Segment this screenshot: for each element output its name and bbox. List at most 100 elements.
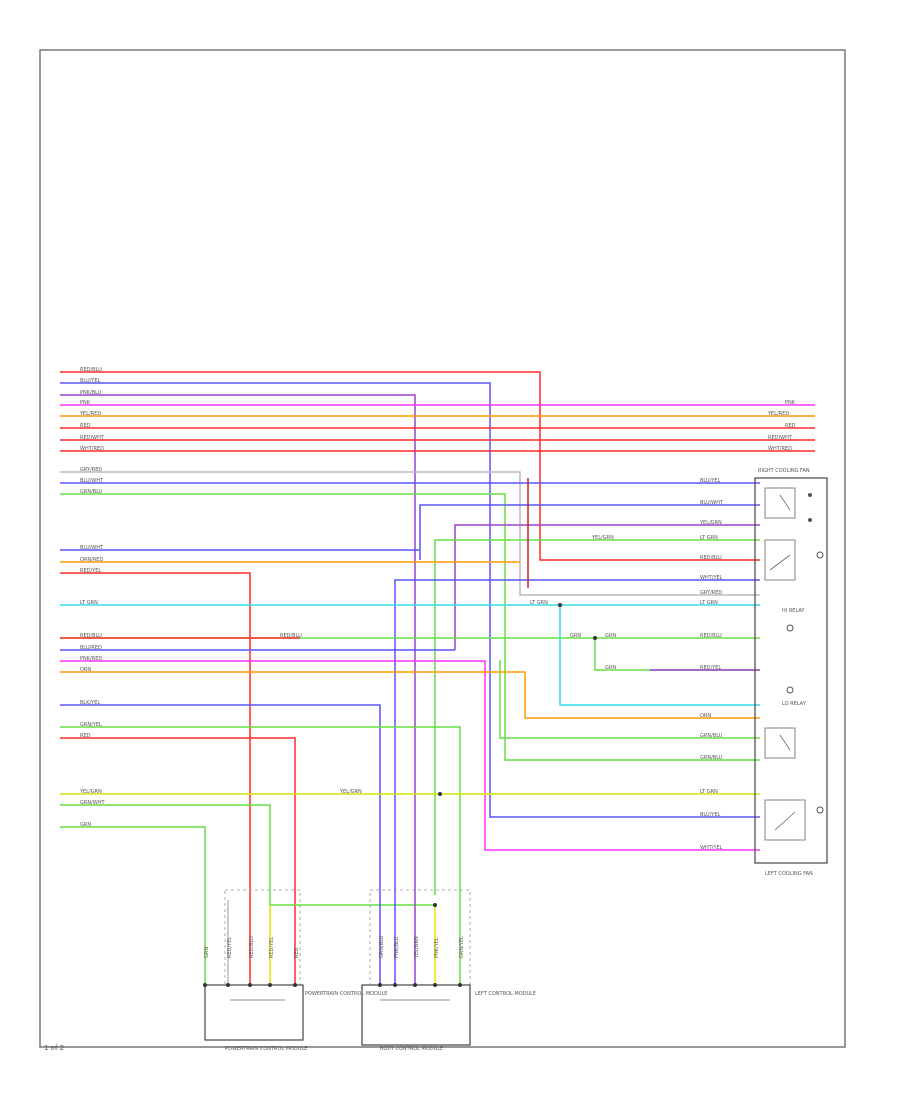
- left-fan-relay-switch: [779, 734, 791, 751]
- wire-red-2: [60, 737, 296, 985]
- fan-label-13: LT GRN: [700, 789, 718, 795]
- wire-wht-yel-route: [394, 579, 760, 895]
- label-red-2: RED: [80, 733, 91, 739]
- wire-blk-yel: [60, 704, 381, 895]
- label-right-yel-red: YEL/RED: [767, 411, 789, 417]
- fan-label-2: YEL/GRN: [699, 520, 722, 526]
- pin-label-l4: RED: [294, 947, 300, 958]
- fan-label-0: BLU/YEL: [700, 478, 721, 484]
- pcm-pins: [203, 983, 297, 987]
- pin-label-l2: RED/BLU: [249, 936, 255, 958]
- fan-label-10: ORN: [700, 713, 711, 719]
- wire-pnk-blu-1: [60, 394, 416, 845]
- pin-label-r1: PNK/BLU: [394, 936, 400, 958]
- pin-label-r2: YEL/GRN: [414, 936, 420, 959]
- left-cooling-fan-label: LEFT COOLING FAN: [765, 871, 813, 877]
- fan-label-12: GRN/BLU: [700, 755, 723, 761]
- right-fan-terminal-1: [808, 493, 812, 497]
- wire-labels-left: RED/BLU BLU/YEL PNK/BLU PNK YEL/RED RED …: [79, 367, 105, 828]
- wire-lt-grn-route: [434, 539, 760, 895]
- wire-labels-fan: BLU/YEL BLU/WHT YEL/GRN LT GRN RED/BLU W…: [699, 478, 724, 851]
- wire-blu-yel-1: [60, 382, 760, 818]
- label-pnk-red: PNK/RED: [80, 656, 102, 662]
- wire-grn-drop: [594, 638, 760, 671]
- fan-assembly-outline: [754, 477, 828, 864]
- pin-label-r3: PNK/YEL: [434, 937, 440, 958]
- diagram-frame: [39, 49, 846, 1048]
- wire-group-3: [60, 549, 520, 985]
- wire-gry-red: [60, 471, 760, 596]
- wire-lt-grn-cyan-drop: [559, 605, 760, 706]
- label-pnk-blu-1: PNK/BLU: [80, 390, 102, 396]
- fan-label-9: RED/YEL: [700, 665, 721, 671]
- left-fan-motor-box: [764, 799, 806, 841]
- label-wht-red-1: WHT/RED: [80, 446, 104, 452]
- connector-ground-outline-1: [224, 889, 301, 986]
- mid-label-lt-grn: LT GRN: [530, 600, 548, 606]
- label-grn-wht: GRN/WHT: [80, 800, 105, 806]
- cooling-fan-assembly: [754, 477, 828, 864]
- fan-label-6: GRY/RED: [700, 590, 722, 596]
- fan-label-14: BLU/YEL: [700, 812, 721, 818]
- label-red-blu-2: RED/BLU: [80, 633, 102, 639]
- fan-label-8: RED/BLU: [700, 633, 722, 639]
- pin-label-r4: GRN/YEL: [459, 936, 465, 958]
- label-blu-yel-1: BLU/YEL: [80, 378, 101, 384]
- pcm-connector-label: POWERTRAIN CONTROL MODULE: [305, 991, 387, 997]
- pin-label-l3: RED/YEL: [269, 937, 275, 958]
- label-red-wht-1: RED/WHT: [80, 435, 105, 441]
- connector-pin-labels: GRN RED/YEL RED/BLU RED/YEL RED GRN/BLU …: [204, 935, 465, 959]
- label-right-red: RED: [785, 423, 796, 429]
- label-blu-wht-1: BLU/WHT: [80, 478, 104, 484]
- label-red-blu-1: RED/BLU: [80, 367, 102, 373]
- page-number: 1 of 2: [44, 1044, 65, 1052]
- fan-label-7: LT GRN: [700, 600, 718, 606]
- label-yel-grn: YEL/GRN: [79, 789, 102, 795]
- left-fan-motor-switch: [774, 811, 796, 831]
- wire-labels-right: PNK YEL/RED RED RED/WHT WHT/RED: [767, 400, 796, 452]
- wire-group-5: [60, 637, 760, 851]
- relay-1-box: [764, 539, 796, 581]
- pcm-connector-box: [204, 984, 304, 1041]
- label-grn-yel: GRN/YEL: [80, 722, 102, 728]
- label-gry-red: GRY/RED: [80, 467, 102, 473]
- right-module-bottom-label: BODY CONTROL MODULE: [380, 1046, 443, 1052]
- mid-label-yel-grn-2: YEL/GRN: [339, 789, 362, 795]
- right-cooling-fan-label: RIGHT COOLING FAN: [758, 468, 810, 474]
- mid-label-grn-2: GRN: [605, 633, 616, 639]
- wire-grn-blu-2: [499, 660, 760, 739]
- fan-label-15: WHT/YEL: [700, 845, 723, 851]
- connector-ground-outline-2: [369, 889, 471, 986]
- right-fan-motor-icon: [816, 551, 824, 559]
- wire-grn-yel: [60, 726, 461, 895]
- pcm-bottom-label: POWERTRAIN CONTROL MODULE: [225, 1046, 307, 1052]
- wire-yel-grn-route: [454, 524, 760, 650]
- wire-grn-blu-1: [60, 493, 760, 761]
- relay-1-label: HI RELAY: [782, 608, 805, 614]
- fan-label-4: RED/BLU: [700, 555, 722, 561]
- wire-red-blu-1: [60, 371, 760, 561]
- pin-label-l1: RED/YEL: [227, 937, 233, 958]
- relay-lo-coil: [786, 686, 794, 694]
- module-pins: [378, 983, 462, 987]
- label-right-pnk: PNK: [785, 400, 796, 406]
- mid-label-yel-grn: YEL/GRN: [591, 535, 614, 541]
- left-fan-relay-box: [764, 727, 796, 759]
- label-red-yel-1: RED/YEL: [80, 568, 101, 574]
- wire-group-7: [60, 793, 760, 985]
- label-right-red-wht: RED/WHT: [768, 435, 793, 441]
- label-lt-grn: LT GRN: [80, 600, 98, 606]
- wire-pnk-red: [60, 660, 760, 851]
- pin-label-l0: GRN: [204, 947, 210, 958]
- fan-label-5: WHT/YEL: [700, 575, 723, 581]
- pin-label-r0: GRN/BLU: [379, 935, 385, 958]
- left-module-label: LEFT CONTROL MODULE: [475, 991, 536, 997]
- label-blu-red: BLU/RED: [80, 645, 102, 651]
- label-orn: ORN: [80, 667, 91, 673]
- right-fan-terminal-2: [808, 518, 812, 522]
- wire-group-1: [60, 371, 815, 845]
- mid-label-grn-3: GRN: [605, 665, 616, 671]
- fan-label-1: BLU/WHT: [700, 500, 724, 506]
- wire-group-6: [60, 660, 760, 985]
